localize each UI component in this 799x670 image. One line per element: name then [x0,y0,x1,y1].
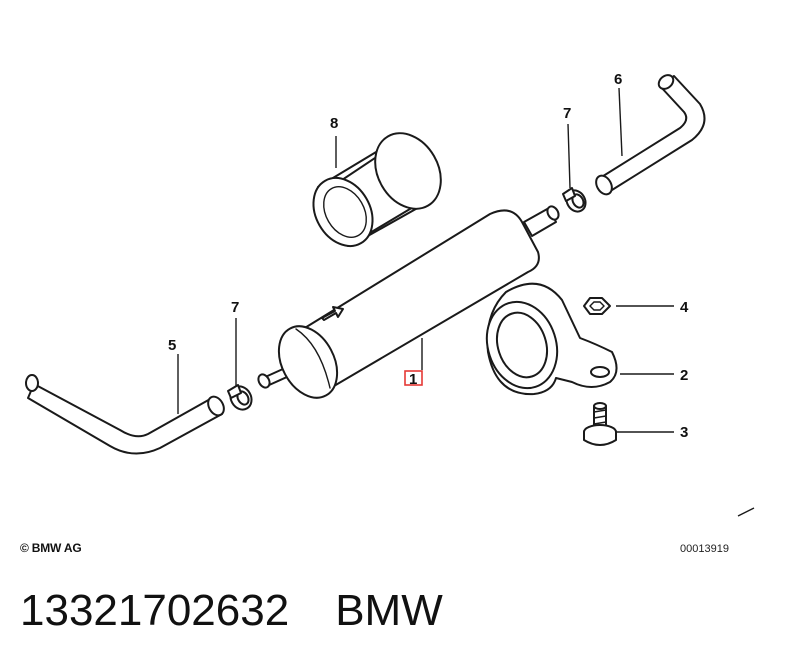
nut-part [583,297,611,315]
fuel-hose-lower-part [25,374,225,455]
callout-5[interactable]: 5 [168,337,176,354]
callout-1[interactable]: 1 [409,371,417,388]
callout-7-upper[interactable]: 7 [563,105,571,122]
leader-lines [177,87,755,517]
part-number: 13321702632 [20,586,290,635]
callout-4[interactable]: 4 [680,299,689,316]
selected-part-highlight [404,370,423,386]
rubber-sleeve-part [312,132,442,247]
brand-name: BMW [335,586,443,635]
callout-7-lower[interactable]: 7 [231,299,239,316]
part-caption: 13321702632 BMW [20,583,443,639]
bolt-part [583,402,617,446]
hose-clamp-upper-part [562,187,587,213]
hose-clamp-lower-part [227,384,253,411]
fuel-filter-part [257,205,560,399]
callout-2[interactable]: 2 [680,367,688,384]
callout-8[interactable]: 8 [330,115,338,132]
fuel-hose-upper-part [595,74,706,196]
callout-6[interactable]: 6 [614,71,622,88]
copyright-label: © BMW AG [20,541,82,555]
callout-3[interactable]: 3 [680,424,688,441]
mounting-bracket-part [485,282,618,396]
diagram-reference-number: 00013919 [680,543,729,555]
